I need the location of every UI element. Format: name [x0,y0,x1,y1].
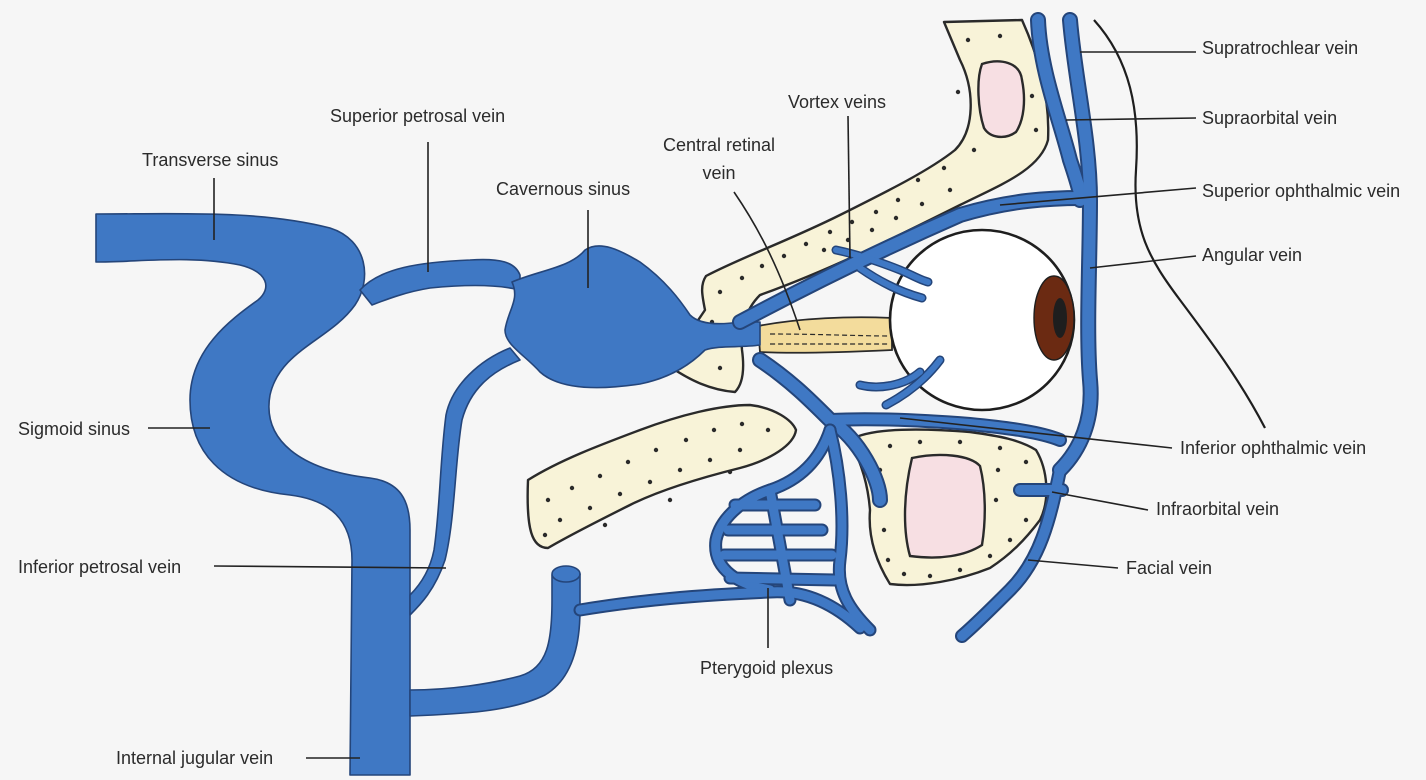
bone-dot [684,438,688,442]
bone-dot [996,468,1000,472]
bone-dot [588,506,592,510]
pupil [1053,298,1067,338]
bone-dot [712,428,716,432]
label-supraorbital-vein: Supraorbital vein [1202,107,1337,129]
bone-dot [870,228,874,232]
bone-dot [678,468,682,472]
bone-dot [998,34,1002,38]
bone-dot [902,572,906,576]
bone-dot [598,474,602,478]
bone-dot [886,558,890,562]
label-cavernous-sinus: Cavernous sinus [496,178,630,200]
transverse-sigmoid-jugular-trunk [96,214,410,775]
bone-dot [718,366,722,370]
label-superior-ophthalmic-vein: Superior ophthalmic vein [1202,180,1400,202]
bone-dot [956,90,960,94]
bone-dot [782,254,786,258]
label-angular-vein: Angular vein [1202,244,1302,266]
label-central-retinal-vein-line1: Central retinal [654,134,784,156]
face-profile-line [1094,20,1265,428]
label-inferior-petrosal-vein: Inferior petrosal vein [18,556,181,578]
bone-dot [654,448,658,452]
bone-dot [958,568,962,572]
label-superior-petrosal-vein: Superior petrosal vein [330,105,505,127]
bone-dot [668,498,672,502]
bone-dot [1034,128,1038,132]
bone-dot [988,554,992,558]
leader-angular [1090,256,1196,268]
bone-dot [1024,518,1028,522]
label-inferior-ophthalmic-vein: Inferior ophthalmic vein [1180,437,1366,459]
bone-dot [916,178,920,182]
leader-inferior-petrosal [214,566,446,568]
bone-dot [740,422,744,426]
leader-facial [1028,560,1118,568]
bone-dot [804,242,808,246]
bone-dot [718,290,722,294]
bone-dot [558,518,562,522]
bone-dot [760,264,764,268]
bone-dot [882,528,886,532]
bone-dot [740,276,744,280]
label-internal-jugular-vein: Internal jugular vein [116,747,273,769]
leader-infraorbital [1052,492,1148,510]
label-pterygoid-plexus: Pterygoid plexus [700,657,833,679]
bone-dot [603,523,607,527]
bone-dot [828,230,832,234]
bone-dot [618,492,622,496]
bone-dot [896,198,900,202]
bone-dot [766,428,770,432]
label-facial-vein: Facial vein [1126,557,1212,579]
bone-dot [543,533,547,537]
label-infraorbital-vein: Infraorbital vein [1156,498,1279,520]
bone-dot [546,498,550,502]
bone-dot [942,166,946,170]
label-supratrochlear-vein: Supratrochlear vein [1202,37,1358,59]
bone-dot [1024,460,1028,464]
optic-nerve [758,317,892,353]
bone-dot [822,248,826,252]
bone-dot [994,498,998,502]
lower-anastomosis-vein [410,569,580,716]
maxillary-sinus [905,455,985,558]
bone-dot [928,574,932,578]
bone-dot [874,210,878,214]
bone-dot [708,458,712,462]
label-transverse-sinus: Transverse sinus [142,149,278,171]
bone-dot [966,38,970,42]
label-sigmoid-sinus: Sigmoid sinus [18,418,130,440]
bone-dot [918,440,922,444]
bone-dot [958,440,962,444]
bone-dot [920,202,924,206]
bone-dot [972,148,976,152]
bone-dot [894,216,898,220]
bone-dot [948,188,952,192]
bone-dot [998,446,1002,450]
vein-cut-end [552,566,580,582]
bone-dot [1008,538,1012,542]
bone-dot [888,444,892,448]
bone-dot [626,460,630,464]
vein-network [96,214,760,775]
bone-dot [648,480,652,484]
bone-dot [850,220,854,224]
bone-dot [728,470,732,474]
label-vortex-veins: Vortex veins [788,91,886,113]
bone-dot [1030,94,1034,98]
bone-dot [738,448,742,452]
bone-dot [570,486,574,490]
frontal-sinus [978,61,1024,137]
inferior-petrosal-vein [410,348,520,615]
superior-petrosal-vein [360,260,520,305]
label-central-retinal-vein-line2: vein [654,162,784,184]
